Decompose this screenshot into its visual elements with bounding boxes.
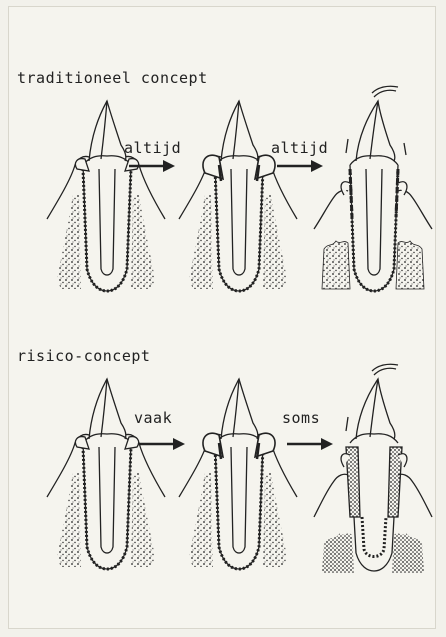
tooth-healthy bbox=[47, 99, 167, 299]
arrow-label: vaak bbox=[134, 409, 172, 427]
section-title: risico-concept bbox=[17, 347, 150, 365]
tooth-periodontitis bbox=[314, 99, 434, 299]
arrow-label: altijd bbox=[124, 139, 181, 157]
right-arrow-icon bbox=[127, 159, 177, 173]
tooth-periodontitis bbox=[314, 377, 434, 577]
tooth-gingivitis bbox=[179, 377, 299, 577]
figure-card: traditioneel concept altijd altijd risic… bbox=[8, 6, 436, 629]
section-title: traditioneel concept bbox=[17, 69, 208, 87]
tooth-gingivitis bbox=[179, 99, 299, 299]
tooth-healthy bbox=[47, 377, 167, 577]
